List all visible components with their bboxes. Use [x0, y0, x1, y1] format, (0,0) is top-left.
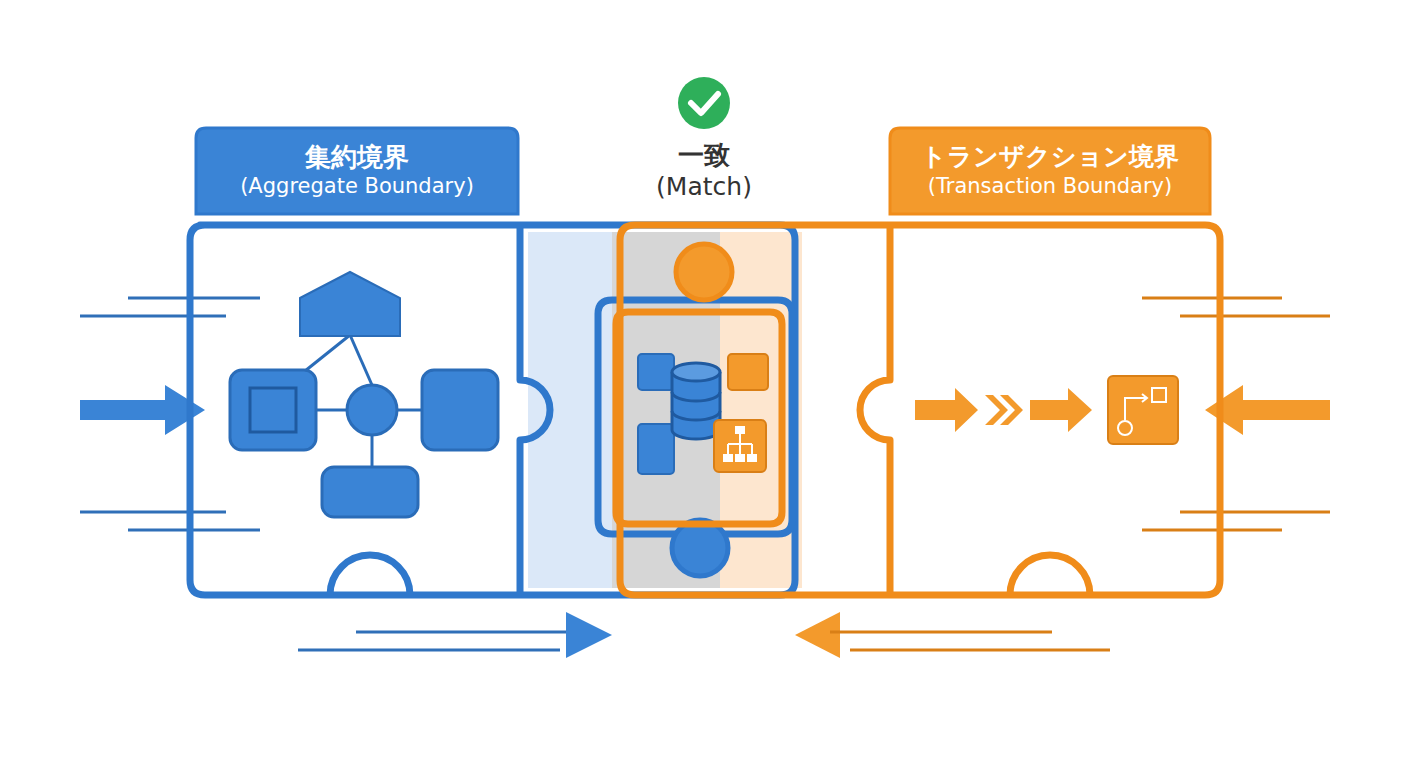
blue-block	[638, 354, 674, 390]
puzzle-edge	[860, 225, 890, 595]
match-label: 一致	[604, 138, 804, 173]
link	[350, 335, 372, 385]
hierarchy-cell	[735, 454, 745, 462]
flow-arrow	[915, 388, 978, 432]
link	[315, 409, 348, 412]
flow-arrow	[1030, 388, 1092, 432]
speed-line	[1180, 511, 1330, 514]
orange-block	[728, 354, 768, 390]
entity-box	[422, 370, 498, 450]
flow-chevrons	[985, 395, 1023, 425]
speed-line	[128, 529, 260, 532]
heading-text: 集約境界	[196, 140, 518, 175]
puzzle-edge	[330, 555, 410, 595]
check-mark	[691, 94, 718, 113]
hierarchy-cell	[735, 426, 745, 434]
hierarchy-cell	[723, 454, 733, 462]
model-links	[300, 335, 422, 467]
entity-box	[322, 467, 418, 517]
database-icon	[672, 363, 720, 439]
puzzle-edge	[190, 225, 795, 595]
speed-line	[356, 631, 580, 634]
hierarchy-cell	[747, 454, 757, 462]
puzzle-edge	[620, 225, 1220, 595]
heading-text: トランザクション境界	[890, 140, 1210, 173]
entity-inner	[250, 388, 296, 432]
match-label: (Match)	[604, 172, 804, 201]
check-circle	[678, 77, 730, 129]
speed-line	[128, 297, 260, 300]
speed-line	[1180, 315, 1330, 318]
value-object	[347, 385, 397, 435]
speed-line	[850, 649, 1110, 652]
puzzle-edge	[520, 225, 550, 595]
speed-lines	[1142, 298, 1330, 530]
process-path	[1125, 394, 1147, 420]
puzzle-edge	[598, 300, 792, 534]
heading-subtext: (Aggregate Boundary)	[196, 174, 518, 198]
blue-block	[638, 424, 674, 474]
input-arrow	[1205, 385, 1330, 435]
link	[397, 409, 422, 412]
root-entity	[300, 272, 400, 336]
heading-subtext: (Transaction Boundary)	[890, 174, 1210, 198]
hierarchy-icon	[714, 420, 766, 472]
db-rings	[672, 392, 720, 420]
puzzle-edge	[616, 312, 782, 524]
speed-line	[80, 511, 226, 514]
puzzle-edge	[1010, 555, 1090, 595]
hierarchy-lines	[728, 432, 752, 454]
speed-line	[298, 649, 560, 652]
process-dot	[1118, 421, 1132, 435]
link	[371, 435, 374, 467]
speed-line	[80, 315, 226, 318]
arrow-head	[566, 612, 612, 658]
process-square	[1152, 388, 1166, 402]
bottom-arrows	[298, 612, 1110, 658]
speed-line	[1142, 529, 1282, 532]
entity-box	[230, 370, 316, 450]
hierarchy-box	[714, 420, 766, 472]
speed-line	[830, 631, 1052, 634]
heading-tab	[196, 128, 518, 214]
puzzle-knob	[676, 244, 732, 300]
heading-tab	[890, 128, 1210, 214]
input-arrow	[80, 385, 205, 435]
speed-line	[1142, 297, 1282, 300]
process-icon	[1108, 376, 1178, 444]
db-top	[672, 363, 720, 381]
arrow-head	[795, 612, 840, 658]
puzzle-knob	[672, 520, 728, 576]
